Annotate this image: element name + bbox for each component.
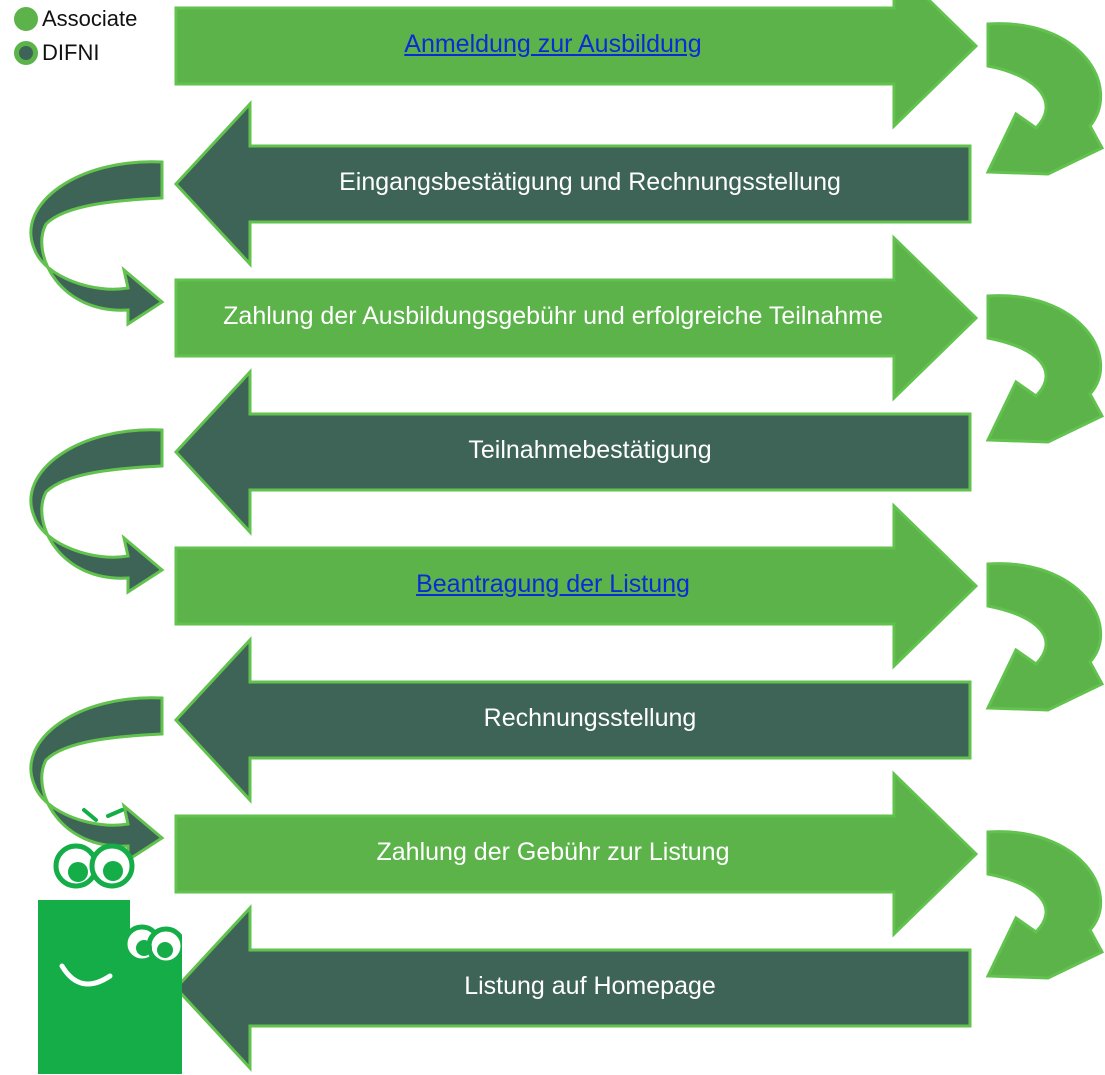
owl-mascot-icon [38, 808, 182, 1074]
step-arrow-7 [174, 770, 979, 938]
step-arrow-1 [174, 0, 979, 130]
step-arrow-5 [174, 502, 979, 670]
step-label-6: Rechnungsstellung [483, 704, 697, 732]
connector-curve-6 [29, 696, 165, 863]
connector-curve-1 [985, 22, 1105, 176]
legend-label-associate: Associate [42, 6, 138, 31]
connector-curve-7 [985, 830, 1105, 980]
step-link-5[interactable]: Beantragung der Listung [416, 570, 690, 598]
legend: Associate DIFNI [14, 2, 137, 70]
legend-item-difni: DIFNI [14, 36, 137, 70]
connector-curve-5 [985, 562, 1105, 712]
step-label-2: Eingangsbestätigung und Rechnungsstellun… [339, 168, 841, 196]
legend-swatch-associate [14, 7, 38, 31]
legend-label-difni: DIFNI [42, 40, 100, 65]
step-link-1[interactable]: Anmeldung zur Ausbildung [404, 30, 702, 58]
connector-curve-2 [29, 160, 165, 327]
step-arrow-6 [173, 636, 972, 804]
legend-swatch-difni [14, 41, 38, 65]
step-arrow-2 [173, 100, 972, 268]
step-arrow-8 [173, 904, 972, 1072]
connector-curve-3 [985, 294, 1105, 444]
step-arrow-3 [174, 234, 979, 402]
step-label-8: Listung auf Homepage [464, 972, 716, 1000]
step-label-7: Zahlung der Gebühr zur Listung [376, 838, 730, 866]
legend-item-associate: Associate [14, 2, 137, 36]
connector-curve-4 [29, 428, 165, 595]
step-label-4: Teilnahmebestätigung [468, 436, 712, 464]
step-arrow-4 [173, 368, 972, 536]
step-label-3: Zahlung der Ausbildungsgebühr und erfolg… [223, 302, 883, 330]
